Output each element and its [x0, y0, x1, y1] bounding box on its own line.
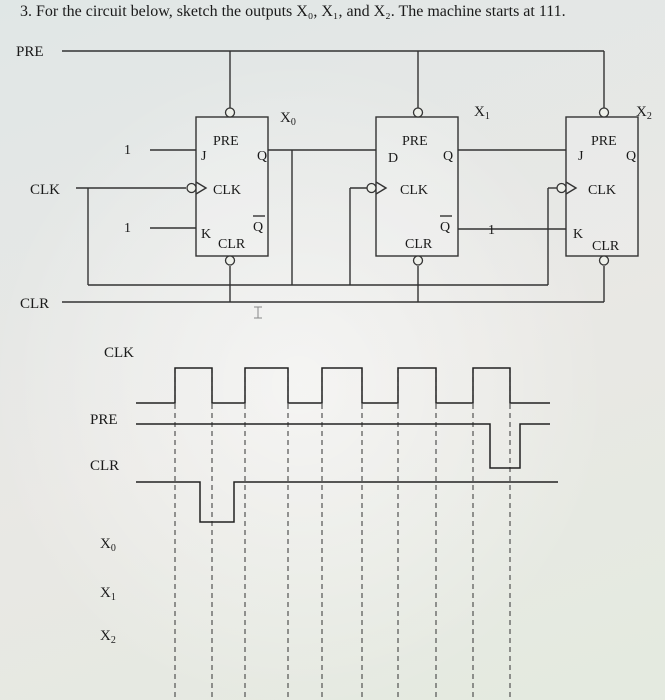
x0-output-label: X0 — [280, 110, 296, 128]
ff0-k-label: K — [201, 227, 211, 242]
text-cursor-icon — [254, 306, 262, 319]
flipflop-x2: PRE J Q CLK K CLR X2 — [556, 104, 652, 266]
clr-wire — [62, 266, 605, 303]
ff2-q-label: Q — [626, 149, 636, 164]
pre-wire — [62, 50, 605, 108]
pre-line-label: PRE — [16, 44, 44, 60]
ff2-pre-label: PRE — [591, 134, 617, 149]
clk-line-label: CLK — [30, 182, 60, 198]
clk-waveform — [136, 367, 550, 404]
clk-bubble-0 — [186, 182, 197, 194]
ff0-j-label: J — [201, 149, 207, 164]
ff0-qbar-label: Q — [253, 220, 263, 235]
problem-number: 3. — [20, 3, 32, 20]
ff1-q-label: Q — [443, 149, 453, 164]
ff0-clk-label: CLK — [213, 183, 241, 198]
timing-clk-label: CLK — [104, 345, 134, 361]
ff1-clk-label: CLK — [400, 183, 428, 198]
timing-x2-label: X2 — [100, 628, 116, 646]
clk-wire — [76, 187, 558, 286]
ff0-k-constant: 1 — [124, 221, 131, 236]
flipflop-x0: PRE J Q CLK K Q CLR 1 1 X0 — [124, 107, 376, 285]
problem-statement: For the circuit below, sketch the output… — [36, 3, 566, 20]
x2-output-label: X2 — [636, 104, 652, 122]
clr-waveform — [136, 481, 558, 523]
clk-bubble-2 — [556, 182, 567, 194]
pre-bubble-2 — [598, 107, 610, 118]
clr-bubble-2 — [598, 255, 610, 266]
clr-line-label: CLR — [20, 296, 49, 312]
timing-pre-label: PRE — [90, 412, 118, 428]
ff1-pre-label: PRE — [402, 134, 428, 149]
flipflop-x1: PRE D Q CLK Q CLR X1 1 — [366, 104, 566, 266]
timing-x1-label: X1 — [100, 585, 116, 603]
clk-bubble-1 — [366, 182, 377, 194]
clr-bubble-0 — [224, 255, 236, 266]
ff0-q-label: Q — [257, 149, 267, 164]
ff1-qbar-label: Q — [440, 220, 450, 235]
ff1-clr-label: CLR — [405, 237, 433, 252]
clr-bubble-1 — [412, 255, 424, 266]
clock-edge-guides — [174, 368, 511, 698]
ff0-j-constant: 1 — [124, 143, 131, 158]
ff1-d-label: D — [388, 151, 398, 166]
ff2-clr-label: CLR — [592, 239, 620, 254]
ff0-clr-label: CLR — [218, 237, 246, 252]
pre-bubble-0 — [224, 107, 236, 118]
ff1-qbar-constant: 1 — [488, 223, 495, 238]
timing-diagram: CLK PRE CLR X0 X1 X2 — [90, 345, 558, 698]
pre-bubble-1 — [412, 107, 424, 118]
x1-output-label: X1 — [474, 104, 490, 122]
ff0-pre-label: PRE — [213, 134, 239, 149]
timing-clr-label: CLR — [90, 458, 119, 474]
pre-waveform — [136, 423, 550, 469]
ff2-k-label: K — [573, 227, 583, 242]
ff2-j-label: J — [578, 149, 584, 164]
ff2-clk-label: CLK — [588, 183, 616, 198]
timing-x0-label: X0 — [100, 536, 116, 554]
